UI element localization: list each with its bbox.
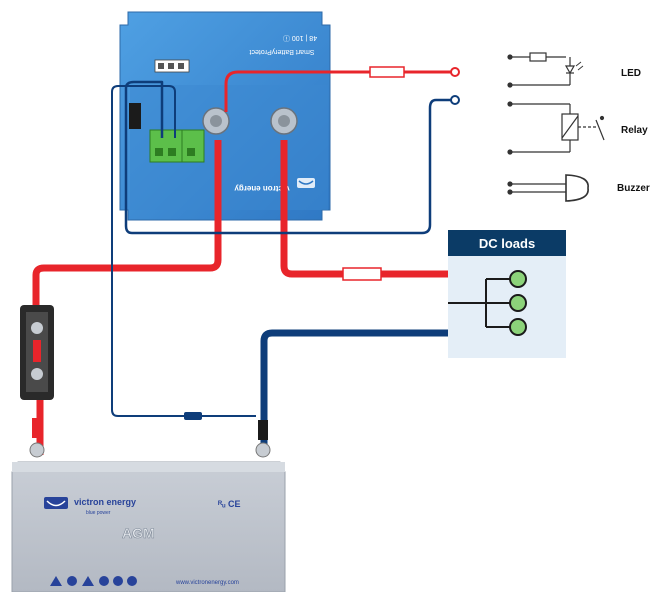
battery-url: www.victronenergy.com bbox=[175, 580, 239, 586]
dc-loads-header bbox=[448, 230, 566, 256]
load-tree bbox=[448, 278, 510, 328]
relay-symbol bbox=[507, 101, 605, 155]
alarm-outputs bbox=[507, 52, 605, 202]
ground-sense-wire bbox=[111, 85, 256, 417]
remote-terminal-block bbox=[149, 129, 205, 163]
input-stud bbox=[202, 107, 230, 135]
jumper-slot bbox=[129, 103, 141, 129]
battery-protect-device: 48 | 100 ⓘ Smart BatteryProtect victron … bbox=[119, 11, 331, 221]
main-fuse-holder bbox=[20, 305, 54, 400]
inline-fuse-ground bbox=[184, 412, 202, 420]
battery-negative-lug bbox=[255, 420, 271, 458]
alarm-positive-wire bbox=[224, 70, 452, 112]
load-fuse bbox=[342, 267, 382, 281]
agm-battery: victron energy blue power ᴿᵤ CE AGM www.… bbox=[11, 461, 286, 592]
negative-wiring bbox=[111, 80, 452, 445]
led-symbol bbox=[507, 52, 584, 88]
buzzer-symbol bbox=[507, 174, 589, 202]
load-negative-cable bbox=[260, 329, 448, 445]
victron-logo bbox=[297, 178, 315, 188]
device-rating: 48 | 100 ⓘ bbox=[283, 34, 317, 42]
dc-loads-title: DC loads bbox=[479, 236, 535, 251]
io-connector-top bbox=[154, 59, 190, 73]
load-positive-cable bbox=[280, 140, 448, 278]
output-stud bbox=[270, 107, 298, 135]
battery-type: AGM bbox=[122, 525, 155, 541]
device-brand: victron energy bbox=[234, 184, 290, 193]
device-name: Smart BatteryProtect bbox=[249, 48, 314, 55]
battery-positive-lug bbox=[29, 418, 45, 458]
load-node-2 bbox=[509, 294, 527, 312]
load-node-1 bbox=[509, 270, 527, 288]
battery-victron-logo bbox=[44, 497, 68, 509]
battery-brand: victron energy bbox=[74, 497, 136, 507]
battery-tagline: blue power bbox=[86, 510, 111, 516]
relay-label: Relay bbox=[621, 125, 648, 136]
load-node-3 bbox=[509, 318, 527, 336]
alarm-negative-terminal bbox=[450, 95, 460, 105]
battery-warning-icons bbox=[50, 576, 137, 586]
alarm-return-wire bbox=[124, 80, 452, 235]
alarm-positive-terminal bbox=[450, 67, 460, 77]
buzzer-label: Buzzer bbox=[617, 183, 650, 194]
led-label: LED bbox=[621, 68, 641, 79]
alarm-fuse bbox=[369, 66, 405, 78]
battery-cert: ᴿᵤ CE bbox=[218, 499, 240, 509]
dc-loads-panel: DC loads bbox=[448, 230, 566, 358]
